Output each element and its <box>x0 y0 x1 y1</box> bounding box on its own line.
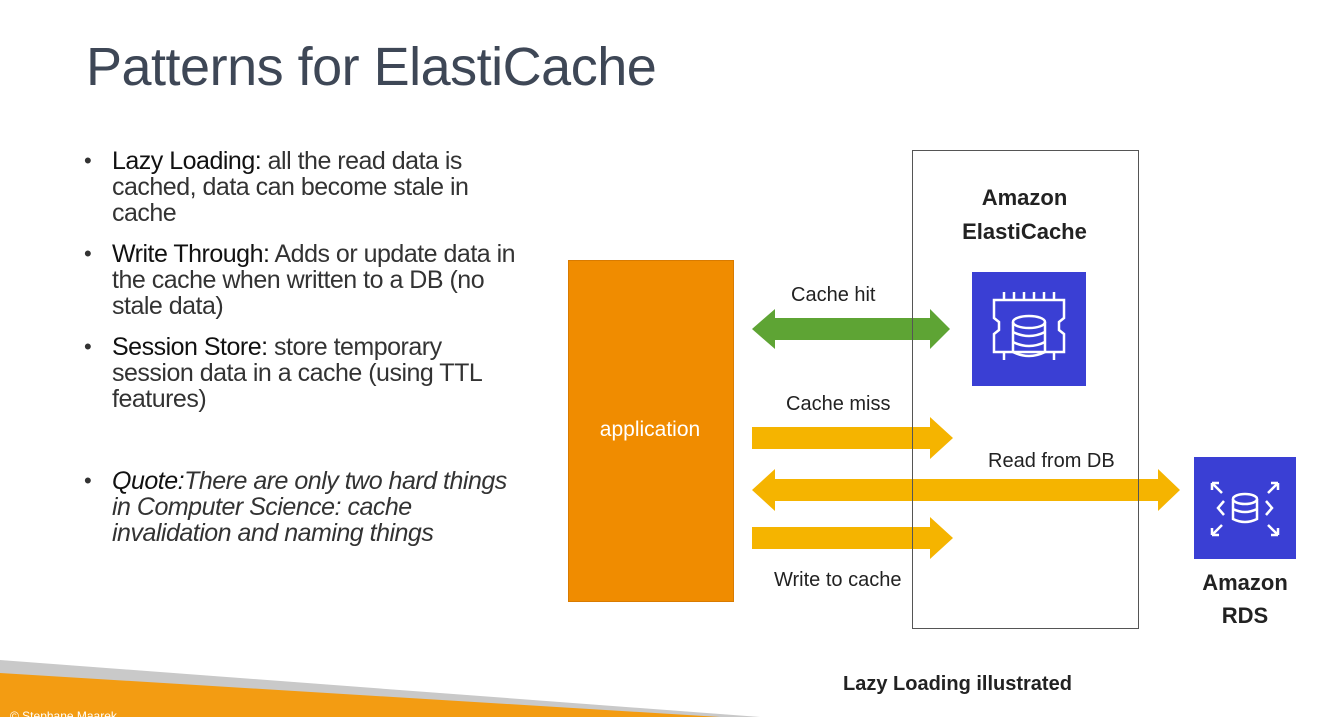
rds-icon <box>1194 457 1296 559</box>
cache-miss-arrow <box>752 417 953 459</box>
elasticache-title-line1: Amazon <box>981 185 1068 210</box>
application-box <box>568 260 734 602</box>
bullet-text: Lazy Loading: all the read data is cache… <box>112 148 524 226</box>
write-to-cache-label: Write to cache <box>774 569 902 591</box>
bullet-description: store temporary session data in a cache … <box>112 333 482 413</box>
write-to-cache-arrow <box>752 517 953 559</box>
bullet-text: Write Through: Adds or update data in th… <box>112 241 524 319</box>
cache-hit-arrow <box>752 309 950 349</box>
bullet-dot: • <box>84 241 92 266</box>
bullet-description: Adds or update data in the cache when wr… <box>112 240 516 320</box>
bullet-lazy-loading: • Lazy Loading: all the read data is cac… <box>84 148 524 226</box>
elasticache-container <box>912 150 1139 629</box>
bullet-text: Session Store: store temporary session d… <box>112 334 524 412</box>
bullet-term: Session Store: <box>112 333 268 361</box>
elasticache-icon <box>972 272 1086 386</box>
read-from-db-arrow <box>752 469 1180 511</box>
bullet-dot: • <box>84 148 92 173</box>
footer-band <box>0 660 760 717</box>
cache-hit-label: Cache hit <box>791 284 876 306</box>
bullet-write-through: • Write Through: Adds or update data in … <box>84 241 524 319</box>
cache-miss-label: Cache miss <box>786 393 891 415</box>
slide-title: Patterns for ElastiCache <box>86 37 657 97</box>
bullet-description: There are only two hard things in Comput… <box>112 467 507 547</box>
bullet-quote: • Quote:There are only two hard things i… <box>84 468 524 546</box>
application-label: application <box>599 418 701 441</box>
elasticache-title: Amazon ElastiCache <box>912 181 1137 249</box>
footer-copyright: © Stephane Maarek <box>10 709 117 723</box>
bullet-term: Write Through: <box>112 240 270 268</box>
rds-title-line1: Amazon <box>1202 570 1288 595</box>
read-from-db-label: Read from DB <box>988 450 1115 472</box>
bullet-term: Quote: <box>112 467 185 495</box>
bullet-description: all the read data is cached, data can be… <box>112 147 469 227</box>
bullet-text: Quote:There are only two hard things in … <box>112 468 524 546</box>
elasticache-title-line2: ElastiCache <box>962 219 1087 244</box>
footer-orange-stripe <box>0 673 720 717</box>
bullet-dot: • <box>84 468 92 493</box>
diagram-caption: Lazy Loading illustrated <box>843 673 1072 695</box>
rds-title: Amazon RDS <box>1180 566 1310 632</box>
bullet-dot: • <box>84 334 92 359</box>
rds-title-line2: RDS <box>1221 603 1269 628</box>
bullet-session-store: • Session Store: store temporary session… <box>84 334 524 412</box>
bullet-term: Lazy Loading: <box>112 147 262 175</box>
